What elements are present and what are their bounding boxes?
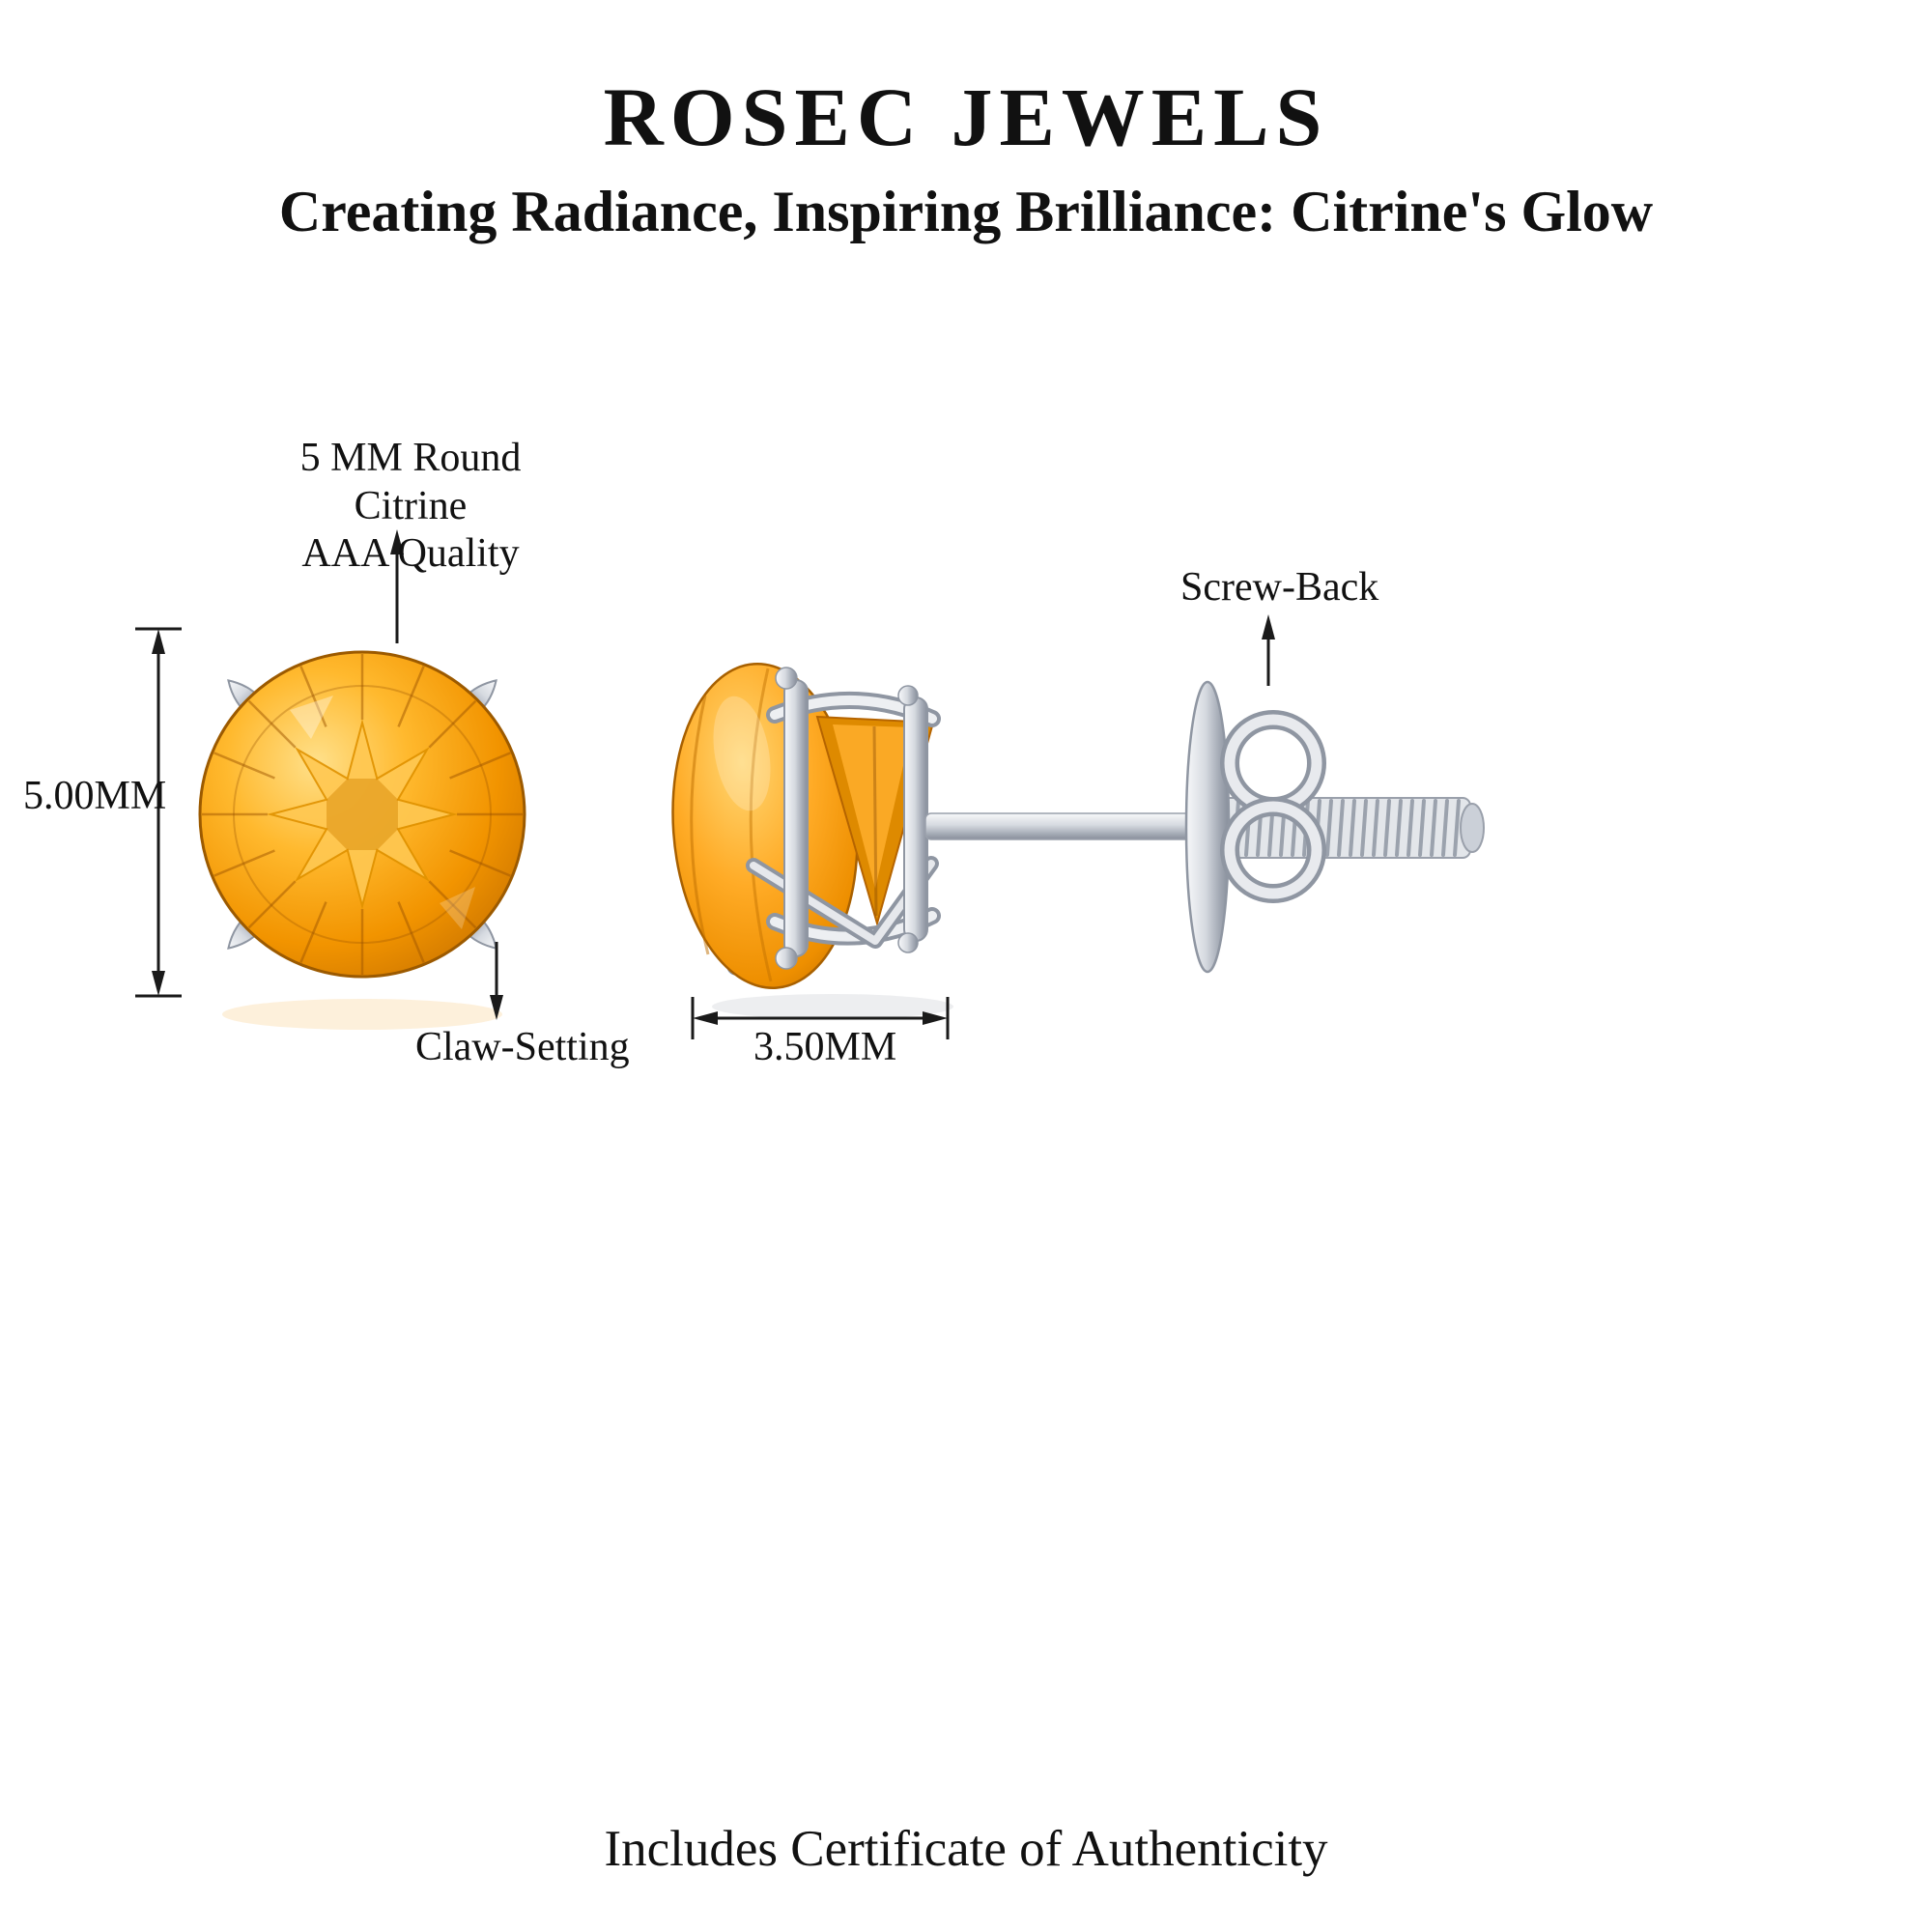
back-loop	[1224, 801, 1322, 899]
front-stone-reflection	[222, 999, 502, 1030]
basket-setting	[746, 667, 941, 970]
claw-setting-label: Claw-Setting	[415, 1025, 630, 1069]
screw-back-arrow	[1262, 614, 1275, 686]
side-facet-line	[749, 668, 773, 982]
glint	[440, 887, 475, 929]
citrine-side-view	[671, 663, 1485, 989]
claw-setting-arrow	[490, 942, 503, 1020]
citrine-front-view	[198, 650, 526, 979]
brand-title: ROSEC JEWELS	[603, 71, 1329, 163]
stone-quality-label: 5 MM Round Citrine AAA Quality	[246, 435, 575, 579]
screw-back	[1184, 680, 1326, 974]
ear-post	[924, 812, 1212, 840]
star-facet	[267, 719, 458, 910]
table-facet	[327, 779, 398, 850]
screw-back-label: Screw-Back	[1180, 565, 1379, 610]
stone-label-arrow	[390, 529, 404, 643]
stone-size-text: 5 MM Round Citrine	[299, 436, 522, 528]
width-dimension-label: 3.50MM	[753, 1025, 897, 1069]
glint	[290, 696, 333, 739]
post-tip	[1460, 803, 1485, 853]
side-glint	[713, 696, 771, 811]
height-dimension-line	[135, 627, 182, 998]
back-pad	[1184, 680, 1231, 974]
tagline: Creating Radiance, Inspiring Brilliance:…	[278, 180, 1654, 243]
side-facet-line	[690, 695, 710, 955]
pavilion-centerline	[872, 725, 878, 917]
facet-ring	[233, 685, 492, 944]
pavilion-facet-light	[833, 724, 912, 889]
stone-grade-text: AAA Quality	[301, 531, 520, 577]
width-dimension-line	[691, 997, 950, 1039]
certificate-note: Includes Certificate of Authenticity	[604, 1821, 1328, 1877]
height-dimension-label: 5.00MM	[23, 774, 167, 818]
side-stone-reflection	[712, 994, 953, 1019]
back-loop	[1224, 714, 1322, 812]
facet-lines	[202, 654, 523, 975]
